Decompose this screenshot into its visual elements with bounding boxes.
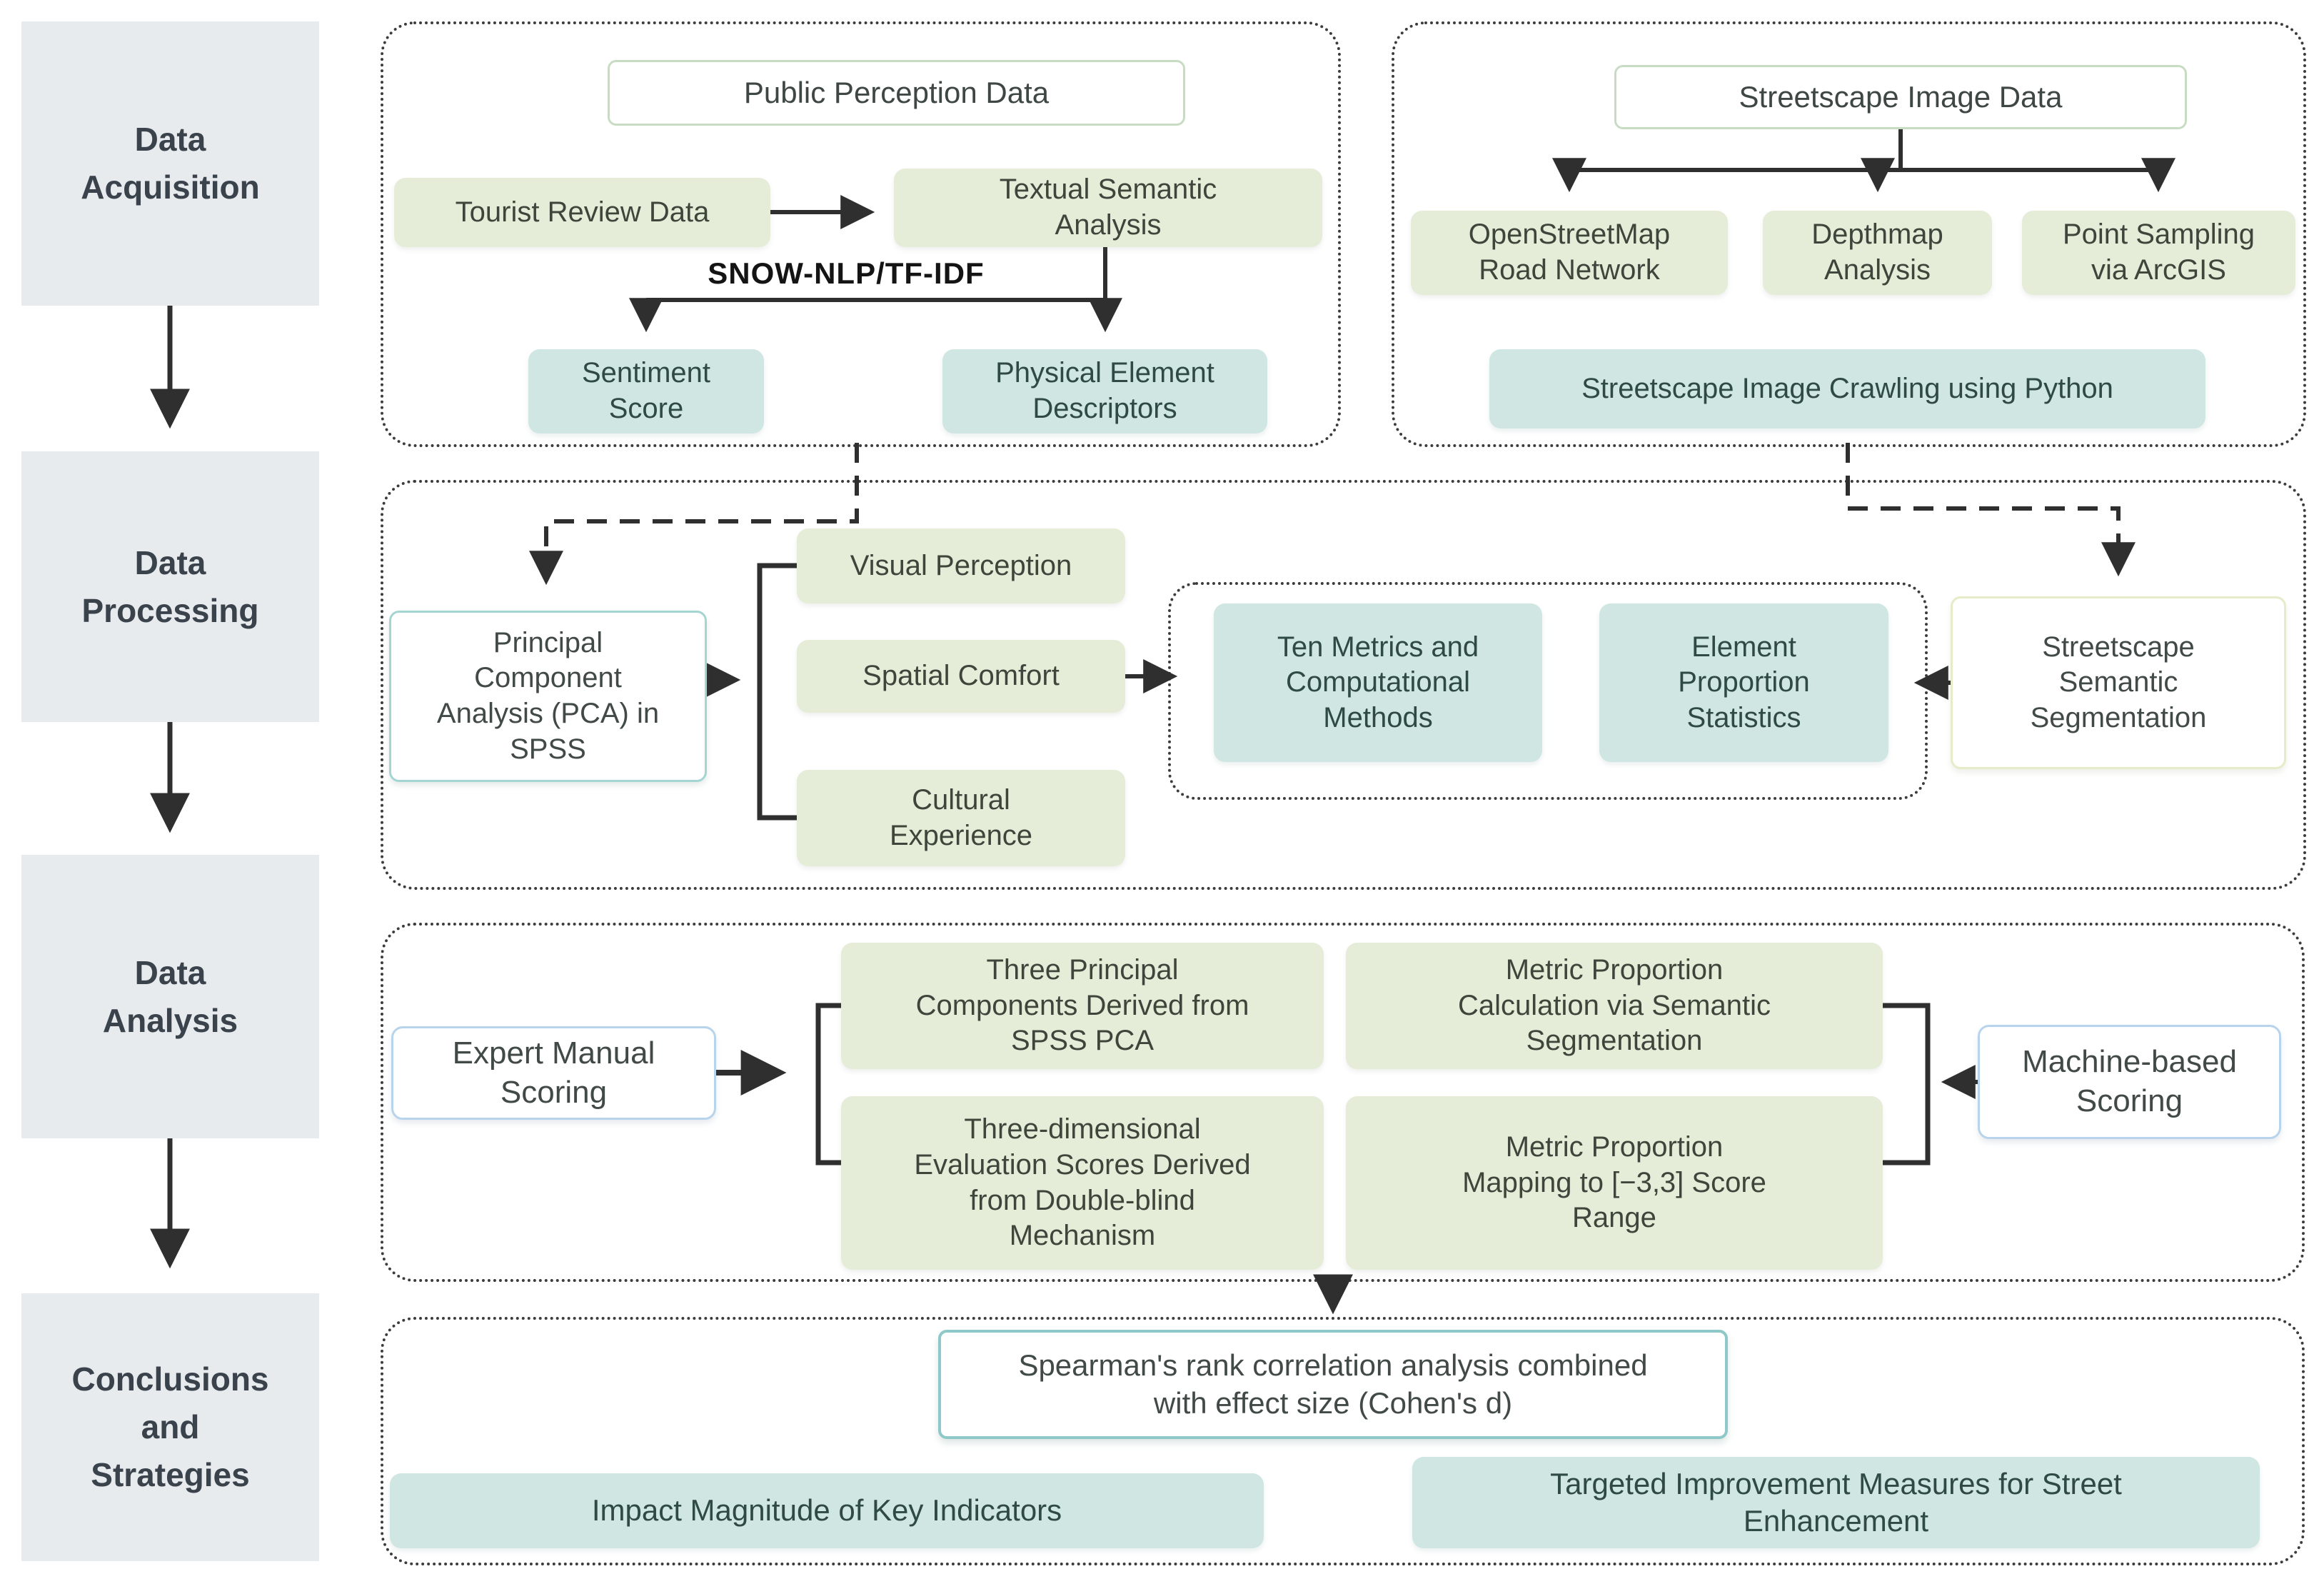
public-perception-connectors xyxy=(629,195,1122,333)
node-ten-metrics: Ten Metrics and Computational Methods xyxy=(1214,603,1542,762)
node-impact-magnitude: Impact Magnitude of Key Indicators xyxy=(390,1473,1264,1548)
node-pca-spss: Principal Component Analysis (PCA) in SP… xyxy=(389,611,707,782)
node-metric-proportion-mapping: Metric Proportion Mapping to [−3,3] Scor… xyxy=(1346,1096,1883,1270)
node-sentiment-score: Sentiment Score xyxy=(528,349,764,433)
node-point-sampling-arcgis: Point Sampling via ArcGIS xyxy=(2022,211,2295,295)
node-public-perception-data: Public Perception Data xyxy=(608,60,1185,126)
dashed-arrowheads xyxy=(529,542,2136,586)
streetscape-connectors xyxy=(1552,129,2175,193)
stage-data-processing: Data Processing xyxy=(21,451,319,722)
node-openstreetmap-road-network: OpenStreetMap Road Network xyxy=(1411,211,1728,295)
container-conclusions xyxy=(381,1317,2305,1565)
node-cultural-experience: Cultural Experience xyxy=(797,770,1125,866)
node-metric-proportion-calculation: Metric Proportion Calculation via Semant… xyxy=(1346,943,1883,1069)
node-streetscape-semantic-segmentation: Streetscape Semantic Segmentation xyxy=(1951,596,2286,769)
node-depthmap-analysis: Depthmap Analysis xyxy=(1763,211,1992,295)
node-streetscape-image-crawling: Streetscape Image Crawling using Python xyxy=(1489,349,2205,428)
node-spearman-correlation: Spearman's rank correlation analysis com… xyxy=(938,1330,1728,1439)
node-spatial-comfort: Spatial Comfort xyxy=(797,640,1125,713)
node-three-principal-components: Three Principal Components Derived from … xyxy=(841,943,1324,1069)
node-targeted-improvement: Targeted Improvement Measures for Street… xyxy=(1412,1457,2260,1548)
node-expert-manual-scoring: Expert Manual Scoring xyxy=(391,1026,716,1120)
node-three-dimensional-scores: Three-dimensional Evaluation Scores Deri… xyxy=(841,1096,1324,1270)
dashed-connectors xyxy=(544,443,2121,577)
analysis-connectors xyxy=(716,1003,1978,1315)
label-snow-nlp-tfidf: SNOW-NLP/TF-IDF xyxy=(708,256,985,290)
container-public-perception xyxy=(381,21,1341,447)
node-physical-element-descriptors: Physical Element Descriptors xyxy=(942,349,1267,433)
node-machine-based-scoring: Machine-based Scoring xyxy=(1978,1025,2281,1139)
node-streetscape-image-data: Streetscape Image Data xyxy=(1614,65,2187,129)
node-visual-perception: Visual Perception xyxy=(797,528,1125,603)
node-textual-semantic-analysis: Textual Semantic Analysis xyxy=(894,169,1322,247)
node-element-proportion-statistics: Element Proportion Statistics xyxy=(1599,603,1888,762)
stage-conclusions-strategies: Conclusions and Strategies xyxy=(21,1293,319,1561)
stage-data-acquisition: Data Acquisition xyxy=(21,21,319,306)
node-tourist-review-data: Tourist Review Data xyxy=(394,178,770,247)
stage-data-analysis: Data Analysis xyxy=(21,855,319,1138)
processing-connectors xyxy=(706,563,1951,821)
container-data-processing xyxy=(381,480,2306,890)
